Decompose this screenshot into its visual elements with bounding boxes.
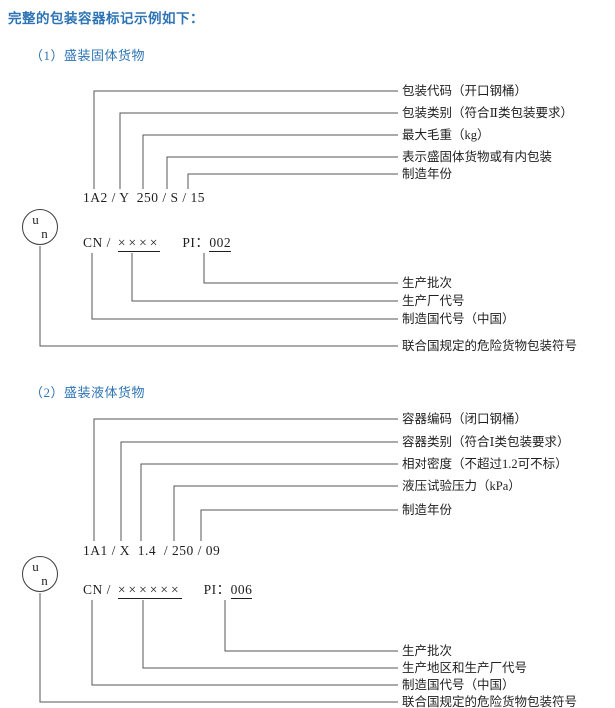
country-code: CN / <box>83 582 111 597</box>
callout-label-country: 制造国代号（中国） <box>402 678 515 692</box>
callout-label-test-pressure: 液压试验压力（kPa） <box>402 479 521 493</box>
callout-label-solid-indicator: 表示盛固体货物或有内包装 <box>402 150 553 164</box>
un-packaging-symbol-icon: u n <box>22 209 58 245</box>
section-2-heading: （2）盛装液体货物 <box>30 385 146 400</box>
page-title: 完整的包装容器标记示例如下： <box>8 11 204 26</box>
registration-line: CN / ×××××× PI：006 <box>83 582 253 599</box>
callout-label-packaging-class: 包装类别（符合Ⅱ类包装要求） <box>402 106 573 120</box>
callout-label-year: 制造年份 <box>402 167 453 181</box>
pi-value: 002 <box>209 235 232 252</box>
un-symbol-n: n <box>41 226 48 241</box>
factory-code: ×××× <box>117 235 161 252</box>
registration-line: CN / ×××× PI：002 <box>83 235 232 252</box>
pi-label: PI： <box>203 582 231 597</box>
pi-label: PI： <box>182 235 210 250</box>
callout-label-country: 制造国代号（中国） <box>402 312 515 326</box>
un-marking-code: 1A2 / Y 250 / S / 15 <box>83 190 206 205</box>
callout-label-batch: 生产批次 <box>402 644 453 658</box>
pi-value: 006 <box>230 582 253 599</box>
callout-label-batch: 生产批次 <box>402 276 453 290</box>
callout-label-region: 生产地区和生产厂代号 <box>402 661 528 675</box>
callout-label-factory: 生产厂代号 <box>402 294 465 308</box>
un-marking-code: 1A1 / X 1.4 / 250 / 09 <box>83 543 221 558</box>
factory-code: ×××××× <box>117 582 182 599</box>
callout-label-container-class: 容器类别（符合Ⅰ类包装要求） <box>402 435 570 449</box>
callout-label-max-gross-weight: 最大毛重（kg） <box>402 128 490 142</box>
callout-label-un-symbol: 联合国规定的危险货物包装符号 <box>402 339 578 353</box>
callout-label-relative-density: 相对密度（不超过1.2可不标） <box>402 457 568 471</box>
un-packaging-symbol-icon: u n <box>22 556 58 592</box>
callout-label-un-symbol: 联合国规定的危险货物包装符号 <box>402 695 578 708</box>
country-code: CN / <box>83 235 111 250</box>
un-symbol-n: n <box>41 573 48 588</box>
un-symbol-u: u <box>32 559 39 575</box>
un-symbol-u: u <box>32 212 39 228</box>
section-1-heading: （1）盛装固体货物 <box>30 48 146 63</box>
callout-label-packaging-code: 包装代码（开口钢桶） <box>402 84 528 98</box>
callout-label-container-code: 容器编码（闭口钢桶） <box>402 412 528 426</box>
callout-label-year: 制造年份 <box>402 503 453 517</box>
